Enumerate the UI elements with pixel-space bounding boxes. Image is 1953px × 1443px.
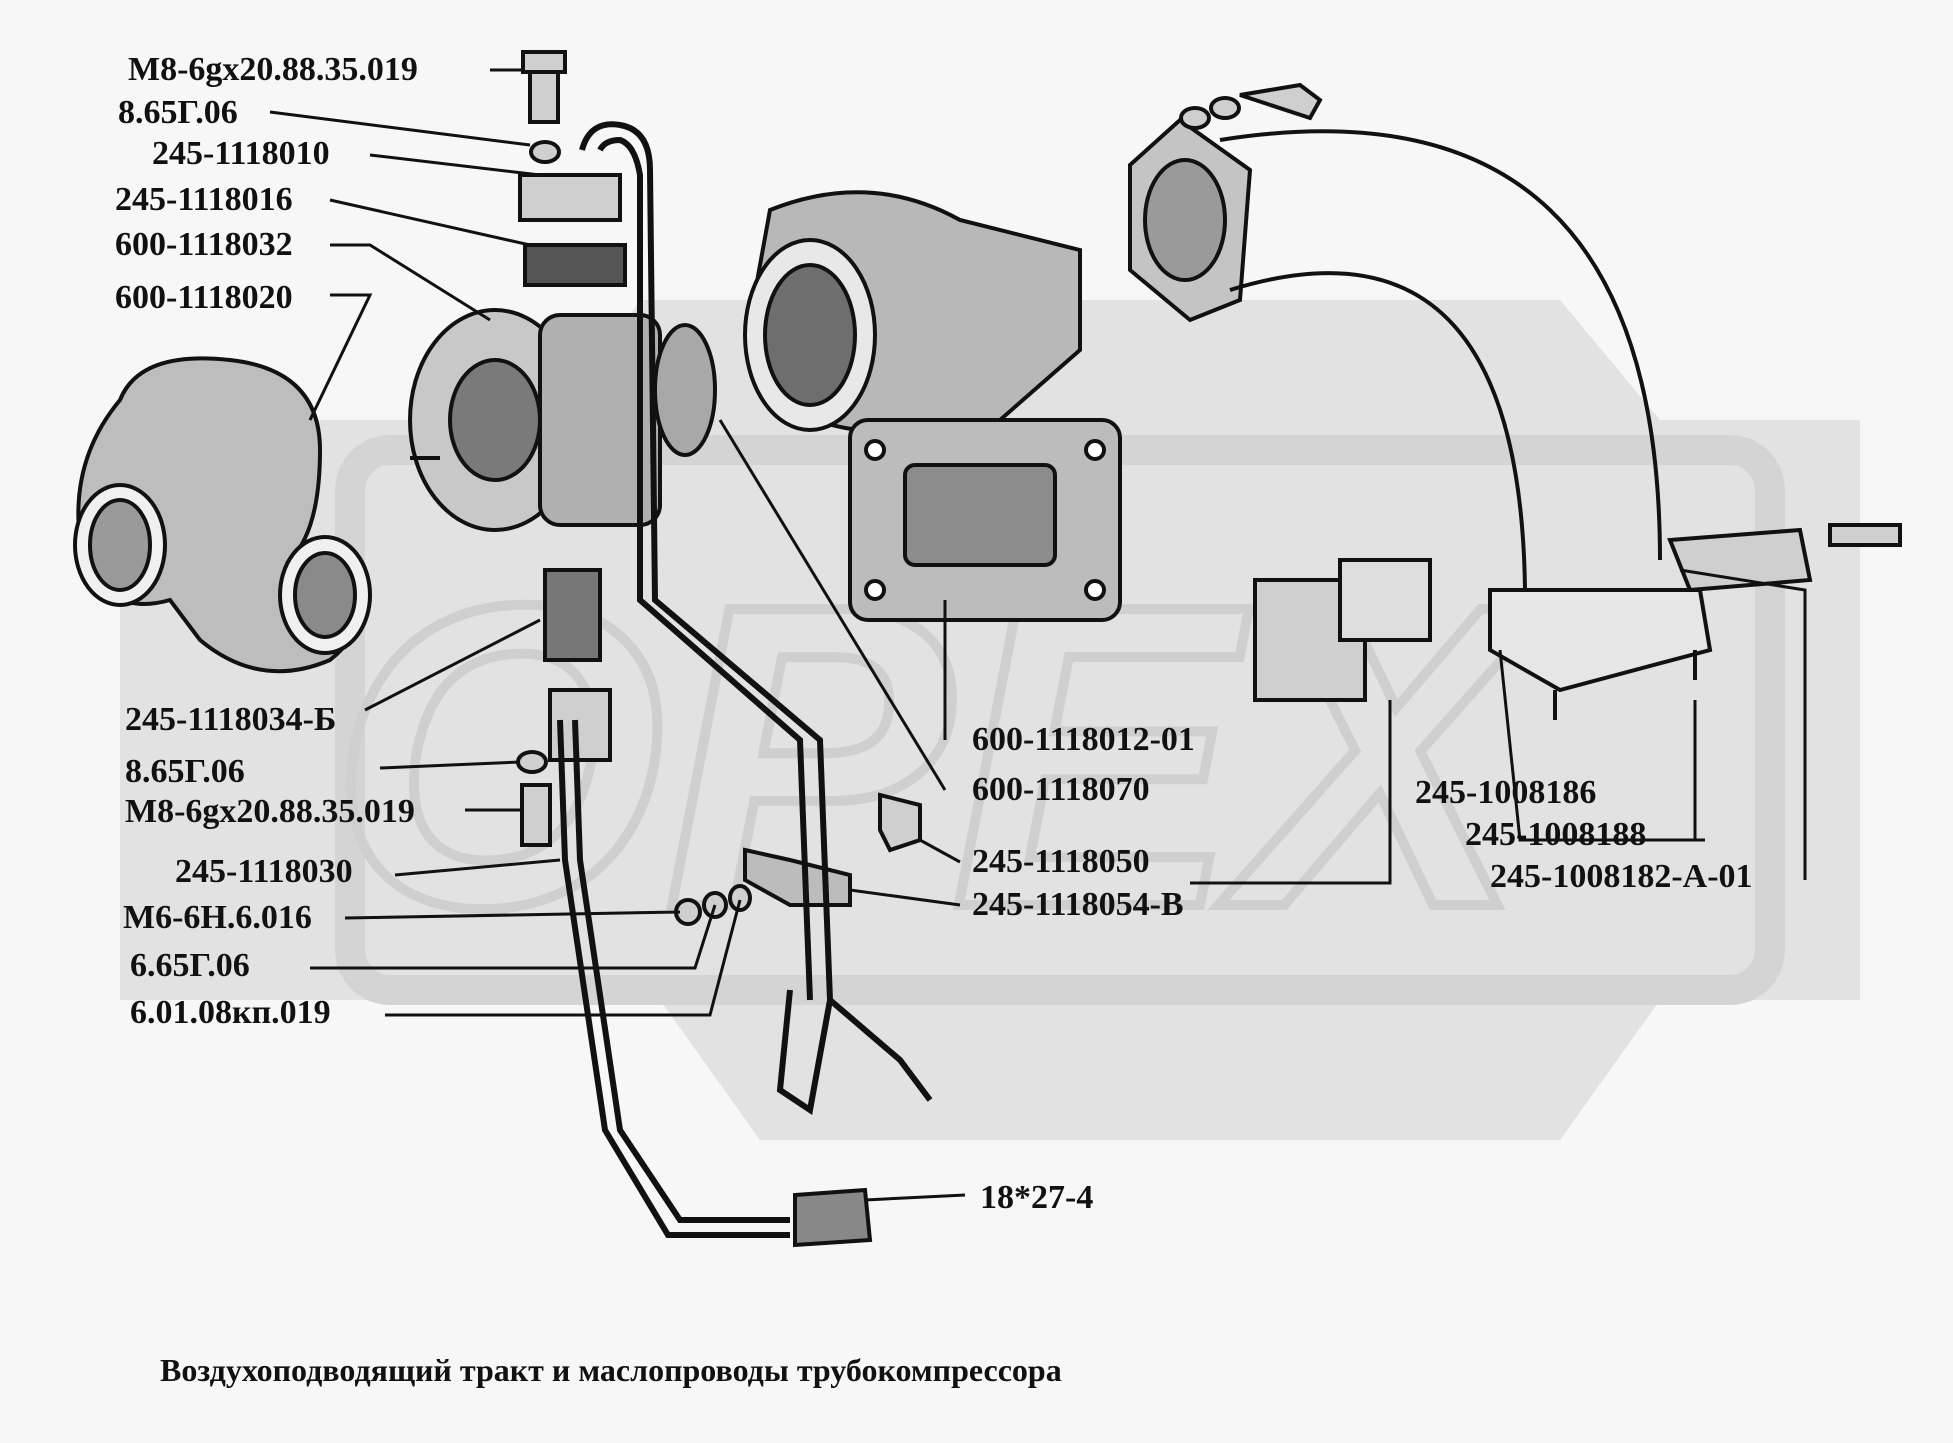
callout-oil-pipe-flange: 245-1118010 bbox=[152, 135, 330, 172]
oil-pipes bbox=[557, 121, 933, 1238]
callout-washer-6: 6.65Г.06 bbox=[130, 947, 250, 984]
callout-bracket-plate: 245-1118054-В bbox=[972, 886, 1184, 923]
callout-bolt-m8-bottom: M8-6gx20.88.35.019 bbox=[125, 793, 415, 830]
callout-washer-bottom: 8.65Г.06 bbox=[125, 753, 245, 790]
callout-bracket-clip: 245-1118050 bbox=[972, 843, 1150, 880]
callout-nut-m6: M6-6H.6.016 bbox=[123, 899, 312, 936]
callout-exhaust-bracket: 245-1008186 bbox=[1415, 774, 1597, 811]
diagram-caption: Воздухоподводящий тракт и маслопроводы т… bbox=[160, 1352, 1062, 1388]
exhaust-pipe-part bbox=[1128, 117, 1713, 720]
intake-elbow-part bbox=[73, 356, 372, 674]
callout-drain-pipe: 245-1118030 bbox=[175, 853, 353, 890]
callout-exhaust-pipe: 245-1008182-А-01 bbox=[1490, 858, 1753, 895]
callout-turbine-clamp: 600-1118070 bbox=[972, 771, 1150, 808]
callout-washer-spring: 6.01.08кп.019 bbox=[130, 994, 331, 1031]
callout-intake-elbow: 600-1118020 bbox=[115, 279, 293, 316]
callout-gasket-bottom: 245-1118034-Б bbox=[125, 701, 337, 738]
callout-gasket-top: 245-1118016 bbox=[115, 181, 293, 218]
leader-lines bbox=[269, 68, 1807, 1202]
compressor-housing-part bbox=[408, 308, 717, 532]
hardware-parts bbox=[516, 50, 1902, 1248]
callout-washer-top: 8.65Г.06 bbox=[118, 94, 238, 131]
callout-bolt-m8-top: M8-6gx20.88.35.019 bbox=[128, 51, 418, 88]
callout-hose-clamp: 18*27-4 bbox=[980, 1179, 1094, 1216]
turbine-housing-part bbox=[743, 190, 1122, 622]
callout-turbine: 600-1118012-01 bbox=[972, 721, 1195, 758]
callout-exhaust-plate: 245-1008188 bbox=[1465, 816, 1647, 853]
callout-compressor: 600-1118032 bbox=[115, 226, 293, 263]
